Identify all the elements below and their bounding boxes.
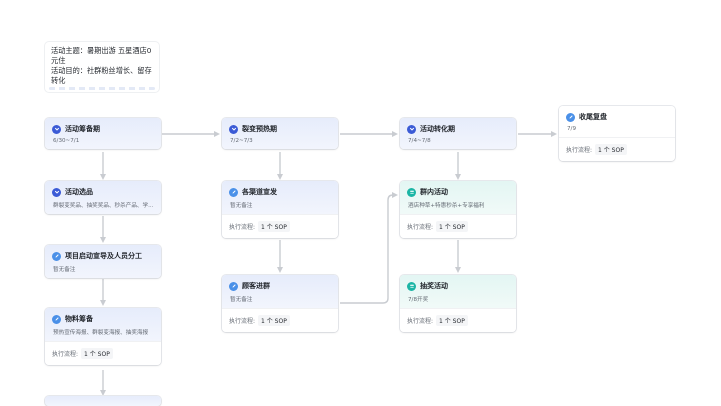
chevron-down-icon — [52, 187, 61, 197]
card-date: 7/2~7/3 — [230, 138, 253, 144]
sop-label: 执行流程: — [566, 147, 593, 154]
edit-icon — [52, 251, 61, 261]
chevron-down-icon — [52, 124, 61, 134]
card-note: 酒店种草+特惠秒杀+专享福利 — [408, 203, 485, 209]
edit-icon — [229, 281, 238, 291]
card-title: 群内活动 — [420, 188, 448, 196]
card-note: 暂无备注 — [53, 267, 76, 273]
card-customer-join[interactable]: 顾客进群 暂无备注 执行流程:1 个 SOP — [222, 275, 338, 332]
card-channel-promo[interactable]: 各渠道宣发 暂无备注 执行流程:1 个 SOP — [222, 181, 338, 238]
card-conversion-phase[interactable]: 活动转化期 7/4~7/8 — [400, 118, 516, 149]
activity-theme-line: 活动主题：暑期出游 五星酒店0元住 — [51, 46, 152, 65]
card-sop-row: 执行流程:1 个 SOP — [559, 137, 675, 161]
sop-label: 执行流程: — [407, 224, 434, 231]
card-title: 各渠道宣发 — [242, 188, 277, 196]
card-sop-row: 执行流程:1 个 SOP — [222, 214, 338, 238]
card-group-activity[interactable]: 群内活动 酒店种草+特惠秒杀+专享福利 执行流程:1 个 SOP — [400, 181, 516, 238]
card-title: 活动筹备期 — [65, 125, 100, 133]
card-select-items[interactable]: 活动选品 群裂变奖品、抽奖奖品、秒杀产品、学... — [45, 181, 161, 214]
sop-label: 执行流程: — [229, 318, 256, 325]
card-review[interactable]: 收尾复盘 7/9 执行流程:1 个 SOP — [559, 106, 675, 161]
chevron-down-icon — [229, 124, 238, 134]
sop-count-link[interactable]: 1 个 SOP — [595, 144, 627, 155]
activity-theme-box: 活动主题：暑期出游 五星酒店0元住 活动目的：社群粉丝增长、留存转化 — [45, 42, 159, 92]
edit-icon — [52, 314, 61, 324]
card-title: 顾客进群 — [242, 282, 270, 290]
card-lottery[interactable]: 抽奖活动 7/8开奖 执行流程:1 个 SOP — [400, 275, 516, 332]
sop-label: 执行流程: — [52, 351, 79, 358]
edit-icon — [229, 187, 238, 197]
card-date: 7/4~7/8 — [408, 138, 431, 144]
sop-count-link[interactable]: 1 个 SOP — [81, 348, 113, 359]
sop-label: 执行流程: — [229, 224, 256, 231]
group-chat-icon — [407, 187, 416, 197]
card-date: 6/30~7/1 — [53, 138, 80, 144]
card-note: 预热宣传海报、群裂变海报、抽奖海报 — [53, 330, 149, 336]
card-title: 抽奖活动 — [420, 282, 448, 290]
edit-icon — [566, 112, 575, 122]
activity-goal-line: 活动目的：社群粉丝增长、留存转化 — [51, 66, 152, 85]
card-warmup-phase[interactable]: 裂变预热期 7/2~7/3 — [222, 118, 338, 149]
card-title: 收尾复盘 — [579, 113, 607, 121]
theme-box-fade — [49, 87, 155, 90]
sop-label: 执行流程: — [407, 318, 434, 325]
sop-count-link[interactable]: 1 个 SOP — [258, 315, 290, 326]
card-note: 暂无备注 — [230, 203, 253, 209]
card-materials[interactable]: 物料筹备 预热宣传海报、群裂变海报、抽奖海报 执行流程:1 个 SOP — [45, 308, 161, 365]
card-next-partial[interactable] — [45, 396, 161, 406]
card-title: 活动选品 — [65, 188, 93, 196]
card-title: 裂变预热期 — [242, 125, 277, 133]
card-title: 物料筹备 — [65, 315, 93, 323]
card-sop-row: 执行流程:1 个 SOP — [400, 214, 516, 238]
sop-count-link[interactable]: 1 个 SOP — [258, 221, 290, 232]
card-note: 暂无备注 — [230, 297, 253, 303]
sop-count-link[interactable]: 1 个 SOP — [436, 315, 468, 326]
card-note: 7/8开奖 — [408, 297, 429, 303]
chevron-down-icon — [407, 124, 416, 134]
sop-count-link[interactable]: 1 个 SOP — [436, 221, 468, 232]
card-title: 活动转化期 — [420, 125, 455, 133]
card-note: 群裂变奖品、抽奖奖品、秒杀产品、学... — [53, 203, 154, 209]
card-title: 项目启动宣导及人员分工 — [65, 252, 142, 260]
group-chat-icon — [407, 281, 416, 291]
card-sop-row: 执行流程:1 个 SOP — [400, 308, 516, 332]
card-date: 7/9 — [567, 126, 577, 132]
card-sop-row: 执行流程:1 个 SOP — [222, 308, 338, 332]
card-sop-row: 执行流程:1 个 SOP — [45, 341, 161, 365]
card-prep-phase[interactable]: 活动筹备期 6/30~7/1 — [45, 118, 161, 149]
card-kickoff[interactable]: 项目启动宣导及人员分工 暂无备注 — [45, 245, 161, 278]
